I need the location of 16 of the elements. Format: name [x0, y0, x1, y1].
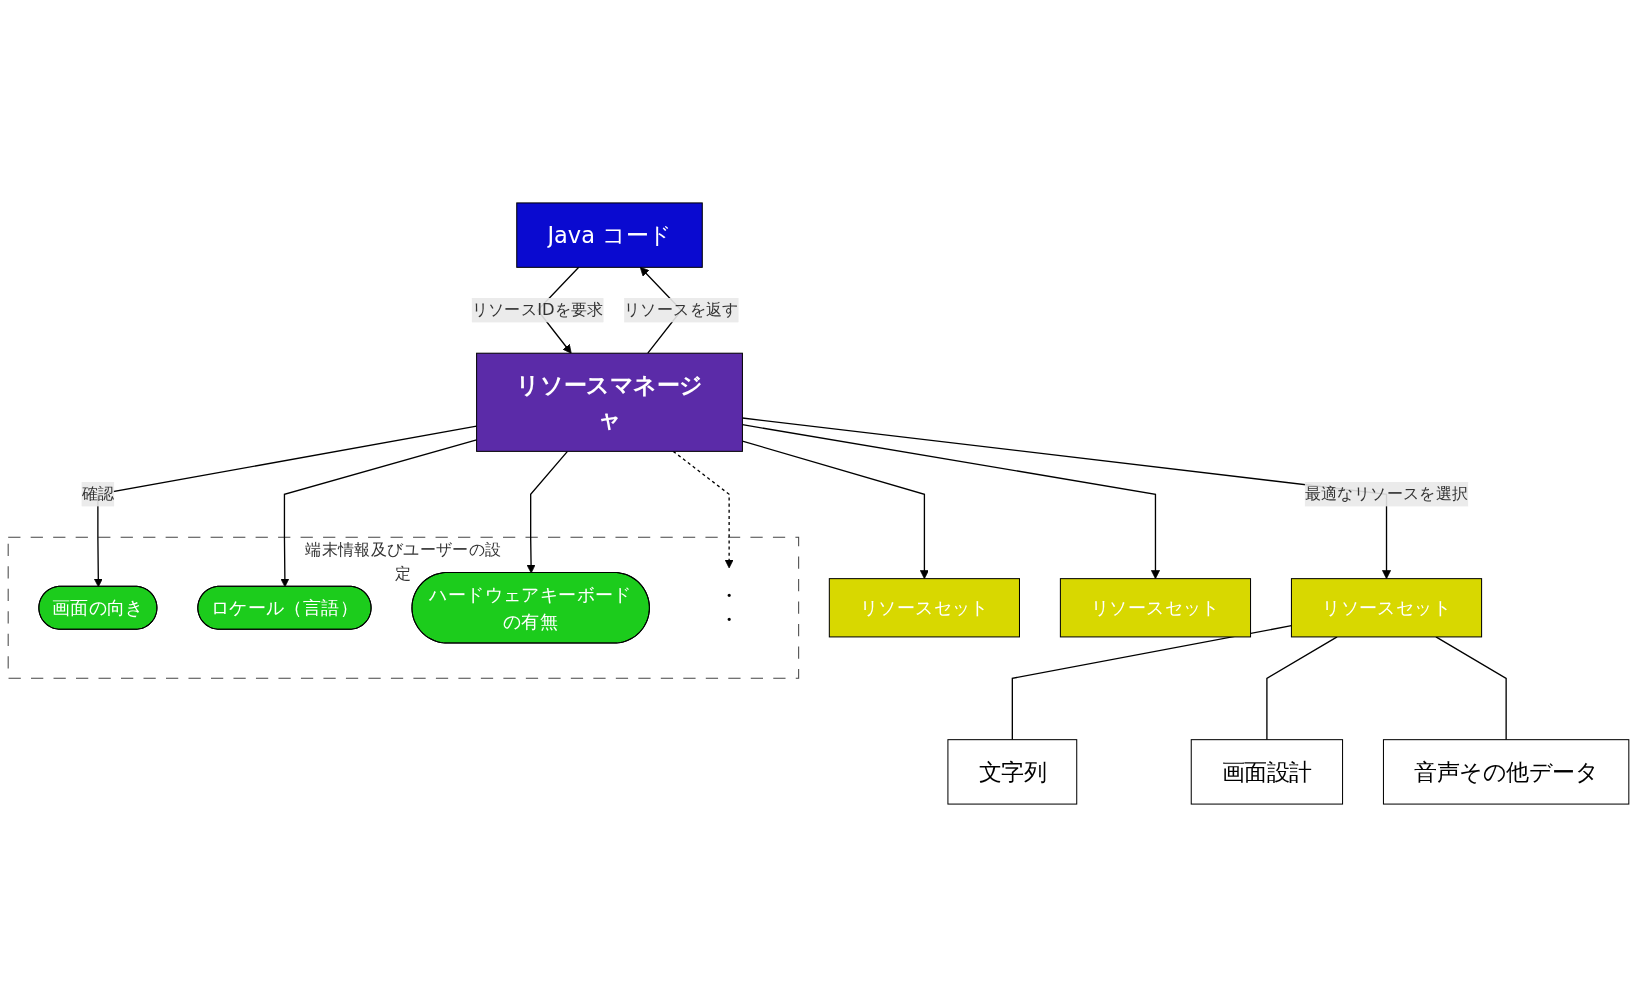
node-box: 文字列	[947, 739, 1078, 805]
edge-label: 確認	[81, 484, 115, 504]
node-box: リソースセット	[1290, 578, 1483, 638]
arrow	[526, 450, 569, 574]
node-text: ・ ・	[720, 585, 738, 630]
node-box: リソースセット	[1059, 578, 1252, 638]
arrow	[672, 450, 734, 569]
edge-label: リソースIDを要求	[471, 300, 604, 320]
node-box: リソースマネージャ	[476, 352, 743, 452]
node-box: リソースセット	[828, 578, 1020, 638]
connector	[1266, 636, 1338, 741]
node-box: 音声その他データ	[1382, 739, 1630, 805]
node-box: 画面設計	[1190, 739, 1344, 805]
edge-label: リソースを返す	[624, 300, 739, 320]
edge-label: 最適なリソースを選択	[1304, 484, 1469, 504]
connector	[1435, 636, 1507, 741]
